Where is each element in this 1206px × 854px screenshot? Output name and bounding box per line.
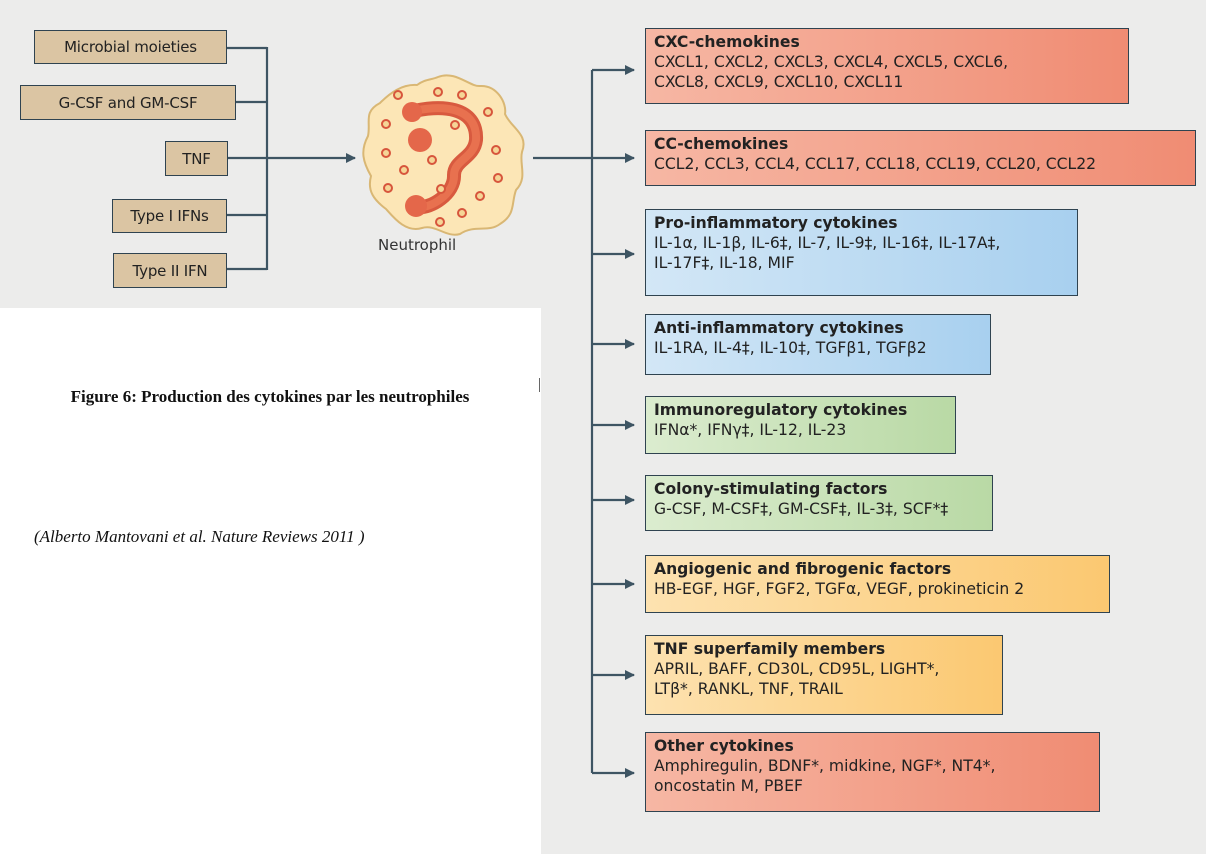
output-title: CXC-chemokines [654,33,800,51]
output-title: CC-chemokines [654,135,789,153]
output-title: Angiogenic and fibrogenic factors [654,560,952,578]
output-items: CCL2, CCL3, CCL4, CCL17, CCL18, CCL19, C… [654,155,1097,173]
output-items: G-CSF, M-CSF‡, GM-CSF‡, IL-3‡, SCF*‡ [654,500,949,518]
output-items: HB-EGF, HGF, FGF2, TGFα, VEGF, prokineti… [654,580,1025,598]
output-title: Anti-inflammatory cytokines [654,319,904,337]
input-microbial-moieties: Microbial moieties [34,30,227,64]
output-title: Colony-stimulating factors [654,480,888,498]
divider-mark [539,378,540,392]
output-items: Amphiregulin, BDNF*, midkine, NGF*, NT4*… [654,757,996,795]
output-colony-stimulating-factors: Colony-stimulating factors G-CSF, M-CSF‡… [645,475,993,531]
output-items: IL-1α, IL-1β, IL-6‡, IL-7, IL-9‡, IL-16‡… [654,234,1001,272]
input-gcsf-gmcsf: G-CSF and GM-CSF [20,85,236,120]
neutrophil-label: Neutrophil [378,236,457,254]
output-title: TNF superfamily members [654,640,886,658]
output-items: IL-1RA, IL-4‡, IL-10‡, TGFβ1, TGFβ2 [654,339,927,357]
output-anti-inflammatory-cytokines: Anti-inflammatory cytokines IL-1RA, IL-4… [645,314,991,375]
output-pro-inflammatory-cytokines: Pro-inflammatory cytokines IL-1α, IL-1β,… [645,209,1078,296]
output-immunoregulatory-cytokines: Immunoregulatory cytokines IFNα*, IFNγ‡,… [645,396,956,454]
output-items: CXCL1, CXCL2, CXCL3, CXCL4, CXCL5, CXCL6… [654,53,1009,91]
output-title: Immunoregulatory cytokines [654,401,908,419]
output-tnf-superfamily-members: TNF superfamily members APRIL, BAFF, CD3… [645,635,1003,715]
output-cxc-chemokines: CXC-chemokines CXCL1, CXCL2, CXCL3, CXCL… [645,28,1129,104]
input-type-ii-ifn: Type II IFN [113,253,227,288]
output-items: APRIL, BAFF, CD30L, CD95L, LIGHT*, LTβ*,… [654,660,940,698]
figure-citation: (Alberto Mantovani et al. Nature Reviews… [34,527,365,546]
output-items: IFNα*, IFNγ‡, IL-12, IL-23 [654,421,847,439]
input-tnf: TNF [165,141,228,176]
neutrophil-cell-icon [362,74,525,236]
output-title: Other cytokines [654,737,794,755]
output-other-cytokines: Other cytokines Amphiregulin, BDNF*, mid… [645,732,1100,812]
output-title: Pro-inflammatory cytokines [654,214,898,232]
input-type-i-ifns: Type I IFNs [112,199,227,233]
output-cc-chemokines: CC-chemokines CCL2, CCL3, CCL4, CCL17, C… [645,130,1196,186]
figure-title: Figure 6: Production des cytokines par l… [70,387,470,406]
output-angiogenic-fibrogenic-factors: Angiogenic and fibrogenic factors HB-EGF… [645,555,1110,613]
